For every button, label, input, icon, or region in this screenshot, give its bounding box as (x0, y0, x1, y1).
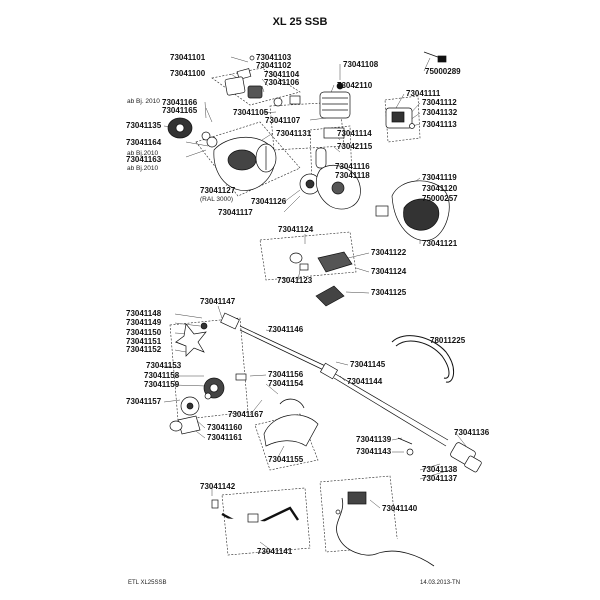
part-number-label: 73041111 (406, 89, 441, 98)
part-number-label: 73041125 (371, 288, 407, 297)
part-number-label: 73041160 (207, 423, 243, 432)
footer-date: 14.03.2013-TN (420, 580, 461, 586)
part-number-label: 73041156 (268, 370, 304, 379)
part-number-label: 73041140 (382, 504, 418, 513)
part-number-label: 73041145 (350, 360, 386, 369)
part-number-label: 73041137 (422, 474, 458, 483)
part-number-label: 73041120 (422, 184, 458, 193)
part-number-label: 73041166 (162, 98, 198, 107)
part-number-label: 73041102 (256, 61, 292, 70)
part-number-label: 73041106 (264, 78, 300, 87)
part-number-label: 73041117 (218, 208, 253, 217)
part-number-label: 73041143 (356, 447, 392, 456)
part-number-label: 73041158 (144, 371, 180, 380)
part-number-label: 73041146 (268, 325, 304, 334)
part-number-label: 73041139 (356, 435, 392, 444)
part-number-label: 78011225 (430, 336, 466, 345)
part-number-label: 73041147 (200, 297, 236, 306)
part-number-label: 73041148 (126, 309, 162, 318)
part-number-label: 73041159 (144, 380, 180, 389)
part-number-label: 73041126 (251, 197, 287, 206)
part-number-label: 73041131 (276, 129, 312, 138)
part-number-label: 73041113 (422, 120, 457, 129)
part-number-label: 73041124 (278, 225, 314, 234)
part-number-label: 73041135 (126, 121, 162, 130)
part-number-label: 73041149 (126, 318, 162, 327)
part-number-label: 73041164 (126, 138, 162, 147)
part-number-label: 73042115 (337, 142, 373, 151)
part-number-label: 73041142 (200, 482, 236, 491)
note-ab-bj-1: ab Bj. 2010 (127, 98, 160, 105)
part-number-label: 73041100 (170, 69, 206, 78)
part-number-label: 73041105 (233, 108, 269, 117)
part-number-label: 73041127 (200, 186, 236, 195)
part-number-label: 75000257 (422, 194, 458, 203)
part-number-label: 73041123 (277, 276, 313, 285)
part-number-label: 73041150 (126, 328, 162, 337)
part-number-label: 73041103 (256, 53, 292, 62)
part-number-label: 73041108 (343, 60, 379, 69)
diagram-title: XL 25 SSB (272, 16, 328, 28)
part-number-label: 73041153 (146, 361, 182, 370)
part-number-label: 73042110 (337, 81, 373, 90)
part-number-label: 73041157 (126, 397, 162, 406)
part-number-label: 73041101 (170, 53, 206, 62)
part-number-label: 73041154 (268, 379, 304, 388)
part-number-label: 73041152 (126, 345, 162, 354)
part-number-label: 75000289 (425, 67, 461, 76)
part-number-label: 73041136 (454, 428, 490, 437)
part-number-label: 73041132 (422, 108, 458, 117)
leader-lines (163, 56, 467, 552)
part-number-label: 73041116 (335, 162, 370, 171)
part-number-label: 73041144 (347, 377, 383, 386)
part-number-label: 73041107 (265, 116, 301, 125)
part-number-label: 73041119 (422, 173, 457, 182)
part-number-label: 73041114 (337, 129, 372, 138)
shaft-parts (169, 312, 482, 567)
part-number-label: 73041124 (371, 267, 407, 276)
part-number-label: 73041112 (422, 98, 457, 107)
part-number-label: 73041163 (126, 155, 162, 164)
part-number-label: 73041122 (371, 248, 407, 257)
part-number-label: 73041104 (264, 70, 300, 79)
part-number-label: 73041161 (207, 433, 243, 442)
part-number-label: 73041138 (422, 465, 458, 474)
part-number-label: 73041167 (228, 410, 264, 419)
part-number-label: 73041141 (257, 547, 293, 556)
note-ral: (RAL 3000) (200, 196, 233, 203)
engine-parts (167, 51, 450, 307)
part-number-label: 73041118 (335, 171, 370, 180)
note-ab-bj-2: ab Bj.2010 (127, 150, 159, 157)
footer-doc-id: ETL XL25SSB (128, 580, 167, 586)
part-number-label: 73041165 (162, 106, 198, 115)
part-number-label: 73041155 (268, 455, 304, 464)
note-ab-bj-3: ab Bj.2010 (127, 165, 159, 172)
part-number-label: 73041121 (422, 239, 458, 248)
part-number-label: 73041151 (126, 337, 162, 346)
